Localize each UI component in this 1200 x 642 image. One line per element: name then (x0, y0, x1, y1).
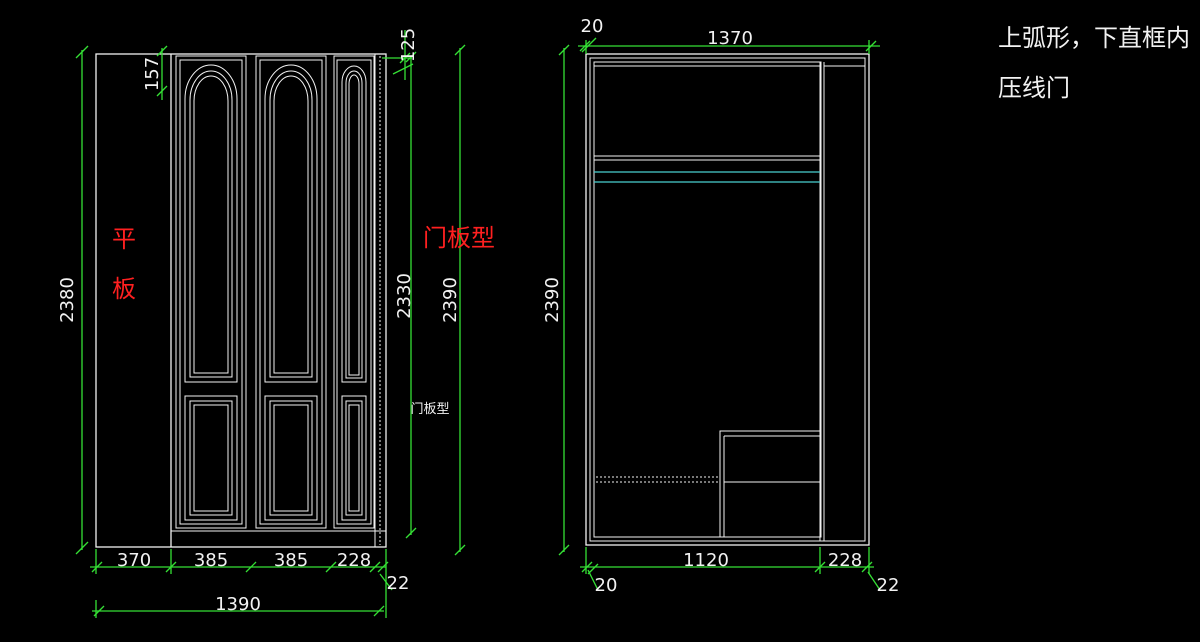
side-dim-edge-top: 20 (581, 16, 604, 37)
side-dim-width-right: 228 (828, 550, 862, 571)
dim-width-door1: 385 (194, 550, 228, 571)
label-flat-panel-2: 板 (112, 275, 136, 303)
note-line-2: 压线门 (998, 74, 1070, 102)
side-outer-frame (585, 53, 870, 546)
door-3 (333, 55, 375, 529)
dim-door-height: 2330 (394, 273, 415, 319)
label-door-type-big: 门板型 (423, 224, 495, 252)
dim-height-total: 2380 (57, 277, 78, 323)
door-1 (175, 55, 247, 529)
drawer-box (719, 430, 821, 538)
dim-edge: 22 (387, 573, 410, 594)
label-flat-panel-1: 平 (112, 225, 136, 253)
dim-height-right: 2390 (440, 277, 461, 323)
side-dim-width-inner: 1120 (683, 550, 729, 571)
dim-width-left: 370 (117, 550, 151, 571)
side-dimensions (558, 37, 881, 591)
front-view: 2380 157 125 2330 2390 370 385 385 228 2… (57, 28, 495, 618)
dim-top-right: 125 (398, 28, 419, 62)
side-view: 20 1370 2390 20 1120 228 22 (542, 16, 899, 596)
dim-width-total: 1390 (215, 594, 261, 615)
dim-width-door3: 228 (337, 550, 371, 571)
note-line-1: 上弧形，下直框内 (998, 24, 1190, 52)
label-door-type-small: 门板型 (410, 402, 449, 417)
front-dimensions (75, 30, 466, 618)
side-dim-width-top: 1370 (707, 28, 753, 49)
side-dim-edge-bottom: 20 (595, 575, 618, 596)
front-outer-frame (95, 53, 387, 548)
dim-top-gap: 157 (142, 57, 163, 91)
door-2 (255, 55, 327, 529)
side-dim-edge-right: 22 (877, 575, 900, 596)
dim-width-door2: 385 (274, 550, 308, 571)
side-dim-height: 2390 (542, 277, 563, 323)
